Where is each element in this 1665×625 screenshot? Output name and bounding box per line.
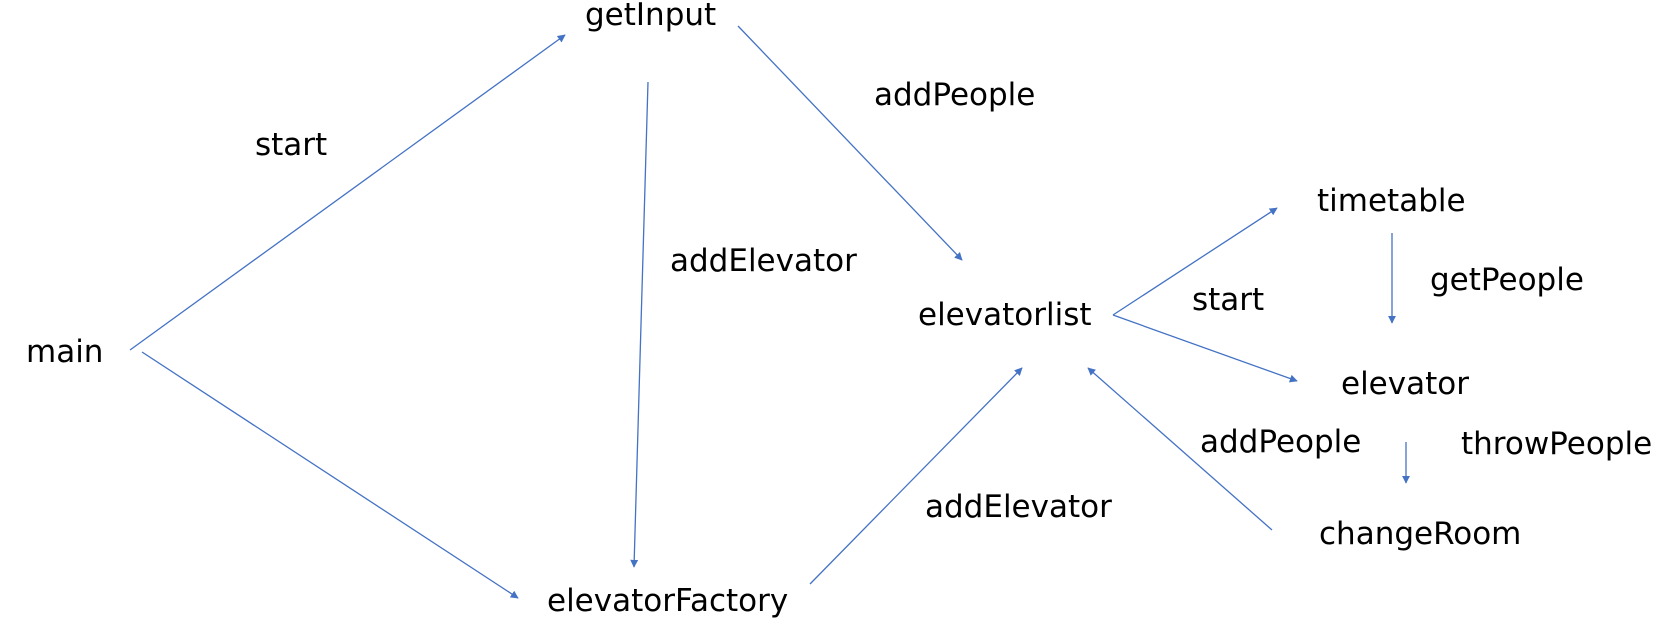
edge-label-getpeople: getPeople <box>1430 262 1584 298</box>
edge-elevatorlist-to-elevator <box>1112 314 1298 383</box>
edge-main-to-elevatorfactory <box>141 351 519 599</box>
edge-label-start-elevatorlist: start <box>1192 282 1265 318</box>
node-changeroom: changeRoom <box>1319 516 1522 552</box>
node-getinput: getInput <box>585 0 717 33</box>
node-timetable: timetable <box>1317 183 1466 219</box>
edge-changeroom-to-elevatorlist <box>1087 367 1273 531</box>
node-main: main <box>26 334 104 370</box>
edge-elevatorfactory-to-elevatorlist <box>809 367 1023 585</box>
edge-label-addelevator-factory: addElevator <box>925 489 1112 525</box>
edge-label-addpeople-getinput: addPeople <box>874 77 1036 113</box>
edge-getinput-to-elevatorfactory <box>630 81 649 568</box>
edge-elevatorlist-to-timetable <box>1112 207 1278 316</box>
edge-label-addpeople-changeroom: addPeople <box>1200 424 1362 460</box>
node-elevatorfactory: elevatorFactory <box>547 583 789 619</box>
edge-getinput-to-elevatorlist <box>737 25 963 261</box>
edge-main-to-getinput <box>129 34 566 351</box>
edge-label-start-main: start <box>255 127 328 163</box>
node-elevator: elevator <box>1341 366 1469 402</box>
edge-label-addelevator-getinput: addElevator <box>670 243 857 279</box>
node-elevatorlist: elevatorlist <box>918 297 1092 333</box>
edge-label-throwpeople: throwPeople <box>1461 426 1653 462</box>
